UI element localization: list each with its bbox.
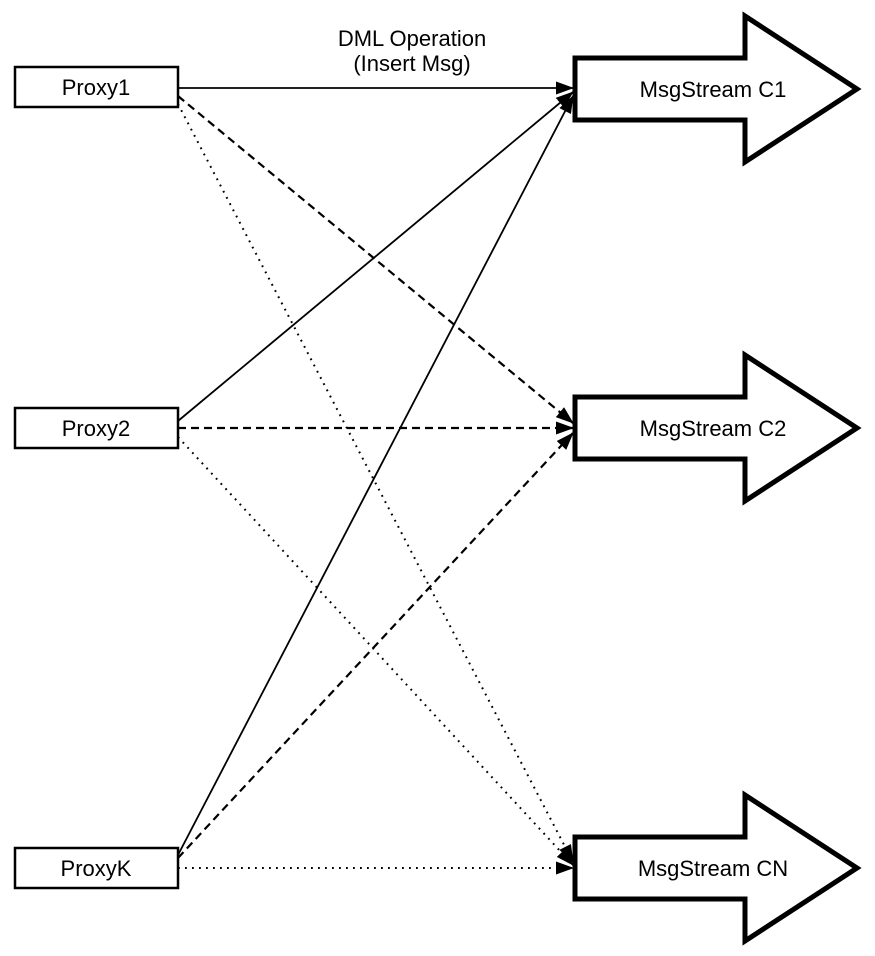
msgstream-c1-label: MsgStream C1 [640, 77, 787, 102]
node-msgstream-cn: MsgStream CN [572, 790, 862, 946]
edge-annotation: DML Operation (Insert Msg) [338, 26, 486, 76]
proxyk-label: ProxyK [61, 856, 132, 881]
node-proxy1: Proxy1 [13, 65, 180, 109]
edge-proxy1-to-cn [177, 103, 574, 863]
node-msgstream-c2: MsgStream C2 [572, 350, 862, 506]
edge-proxy2-to-cn [177, 436, 574, 866]
msgstream-c2-label: MsgStream C2 [640, 416, 787, 441]
edge-annotation-line1: DML Operation [338, 26, 486, 51]
edge-proxyk-to-c1 [177, 95, 574, 856]
edge-proxyk-to-c2 [177, 432, 574, 859]
edge-proxy2-to-c1 [177, 91, 574, 422]
edge-group-dotted-to-cn [177, 103, 574, 875]
node-proxyk: ProxyK [13, 846, 180, 890]
edge-group-dashed-to-c2 [177, 95, 574, 859]
proxy1-label: Proxy1 [62, 75, 130, 100]
node-msgstream-c1: MsgStream C1 [572, 11, 862, 167]
proxy2-box [13, 406, 180, 450]
edge-group-solid-to-c1 [177, 81, 574, 856]
msgstream-c1-arrow-shape [572, 11, 862, 167]
edge-annotation-line2: (Insert Msg) [353, 51, 470, 76]
msgstream-cn-arrow-shape [572, 790, 862, 946]
node-proxy2: Proxy2 [13, 406, 180, 450]
msgstream-c2-arrow-shape [572, 350, 862, 506]
msgstream-cn-label: MsgStream CN [638, 856, 788, 881]
proxy2-label: Proxy2 [62, 416, 130, 441]
edge-proxy1-to-c2 [177, 95, 574, 424]
proxyk-box [13, 846, 180, 890]
proxy1-box [13, 65, 180, 109]
